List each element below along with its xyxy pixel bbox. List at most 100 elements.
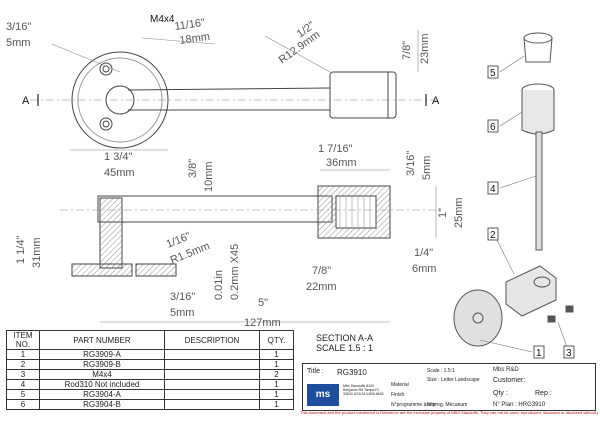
bom-item: 3 <box>6 369 40 380</box>
bom-header-qty: QTY. <box>259 330 294 350</box>
section-title: SECTION A-A <box>316 333 374 343</box>
dim-base-h-mm: 31mm <box>31 237 43 268</box>
base-section-right <box>135 263 177 277</box>
flange-section <box>99 197 123 269</box>
scale-label: Scale : 1.5:1 <box>427 368 455 374</box>
bom-qty: 1 <box>259 379 294 390</box>
size-label: Size : Letter Landscape <box>427 377 480 383</box>
bom-desc <box>164 399 260 410</box>
bom-qty: 2 <box>259 369 294 380</box>
bom-header-part: PART NUMBER <box>39 330 165 350</box>
balloon-4: 4 <box>490 184 496 195</box>
section-view <box>60 169 440 323</box>
bom-desc <box>164 369 260 380</box>
prog-label: N°programme àsser <box>391 402 436 408</box>
dim-cap-inch: 7/8" <box>312 265 331 277</box>
customer-label: Customer: <box>493 377 526 384</box>
dim-dia-mm: 10mm <box>203 161 215 192</box>
section-marker-right: A <box>432 95 440 107</box>
dim-step-mm: 6mm <box>412 263 436 275</box>
exploded-view <box>453 32 574 353</box>
set-screw <box>547 315 556 323</box>
base-disc <box>453 289 503 347</box>
bom-part: RG3904-A <box>39 389 165 400</box>
thread-lines <box>339 196 371 228</box>
balloon-6: 6 <box>490 122 496 133</box>
screw-cap-top <box>523 32 553 44</box>
balloon-1: 1 <box>536 348 542 359</box>
section-scale: SCALE 1.5 : 1 <box>316 343 374 353</box>
screw-hole-bottom-inner <box>102 120 110 128</box>
dim-total-inch: 5" <box>258 297 268 309</box>
dim-flange-mm: 18mm <box>179 31 211 47</box>
dim-base-h-inch: 1 1/4" <box>15 236 27 264</box>
company-logo: ms <box>307 384 339 406</box>
section-view-labels: 1 7/16" 36mm 3/8" 10mm 3/16" 5mm 1" 25mm… <box>15 143 465 329</box>
bom-qty: 1 <box>259 359 294 370</box>
bom-part: Rod310 Not included <box>39 379 165 390</box>
balloon-5: 5 <box>490 68 496 79</box>
cap-bore <box>335 195 377 229</box>
dim-total-mm: 127mm <box>244 317 281 329</box>
sleeve-body <box>521 90 555 135</box>
title-label: Title : <box>307 368 324 375</box>
bom-item: 4 <box>6 379 40 390</box>
dim-rod-len-inch: 1 7/16" <box>318 143 353 155</box>
base-section <box>71 263 133 277</box>
section-label: SECTION A-A SCALE 1.5 : 1 <box>316 333 373 353</box>
clamp-hole <box>533 276 551 288</box>
prog2-label: N°prog. Mécanum <box>427 402 468 408</box>
dim-small-mm: 5mm <box>170 307 194 319</box>
dim-top-mm: 5mm <box>6 37 30 49</box>
bom-header-desc: DESCRIPTION <box>164 330 260 350</box>
dim-height-inch: 7/8" <box>401 41 413 60</box>
cap-outline <box>329 71 397 119</box>
dim-width-inch: 1 3/4" <box>104 151 132 163</box>
bom-item: 6 <box>6 399 40 410</box>
dim-rod-len-mm: 36mm <box>326 157 357 169</box>
dim-wall-inch: 3/16" <box>405 151 417 176</box>
rod <box>535 131 543 251</box>
dim-dia-inch: 3/8" <box>187 159 199 178</box>
bom-part: RG3909-B <box>39 359 165 370</box>
section-marker-left: A <box>22 95 30 107</box>
footer-notice: This document and the product mentioned … <box>300 410 598 415</box>
clamp-block <box>505 265 557 317</box>
rep-label: Rep : <box>535 390 552 397</box>
bom-header-row: ITEM NO. PART NUMBER DESCRIPTION QTY. <box>6 330 294 350</box>
bom-desc <box>164 349 260 360</box>
dim-step-inch: 1/4" <box>414 247 433 259</box>
plan-label: N° Plan : HRG3910 <box>493 402 546 408</box>
bom-qty: 1 <box>259 349 294 360</box>
bom-desc <box>164 379 260 390</box>
front-view <box>30 30 436 151</box>
bom-qty: 1 <box>259 389 294 400</box>
material-label: Material <box>391 382 409 388</box>
dim-flange-inch: 11/16" <box>174 17 206 33</box>
dim-chamfer-inch: 0.01in <box>213 270 225 300</box>
set-screw-2 <box>565 305 574 313</box>
dim-cap-mm: 22mm <box>306 281 337 293</box>
screw-cap-body <box>523 37 553 63</box>
balloon-2: 2 <box>490 230 496 241</box>
company-address: Mbs Standoffs 8420 Benjamin Rd Tampa FL … <box>343 384 384 396</box>
bom-qty: 1 <box>259 399 294 410</box>
title-block: Title : RG3910 ms Mbs Standoffs 8420 Ben… <box>302 363 596 411</box>
front-view-labels: 3/16" 5mm M4x4 11/16" 18mm 1/2" R12.9mm … <box>6 14 440 179</box>
screw-hole-bottom <box>99 117 113 131</box>
bom-item: 5 <box>6 389 40 400</box>
company-name: Mbs R&D <box>493 367 519 373</box>
dim-chamfer-mm: 0.2mm X45 <box>229 244 241 300</box>
finish-label: Finish <box>391 392 405 398</box>
dim-small-inch: 3/16" <box>170 291 195 303</box>
arm-outline <box>127 87 331 111</box>
bom-item: 1 <box>6 349 40 360</box>
bom-item: 2 <box>6 359 40 370</box>
dim-wall-mm: 5mm <box>421 156 433 180</box>
